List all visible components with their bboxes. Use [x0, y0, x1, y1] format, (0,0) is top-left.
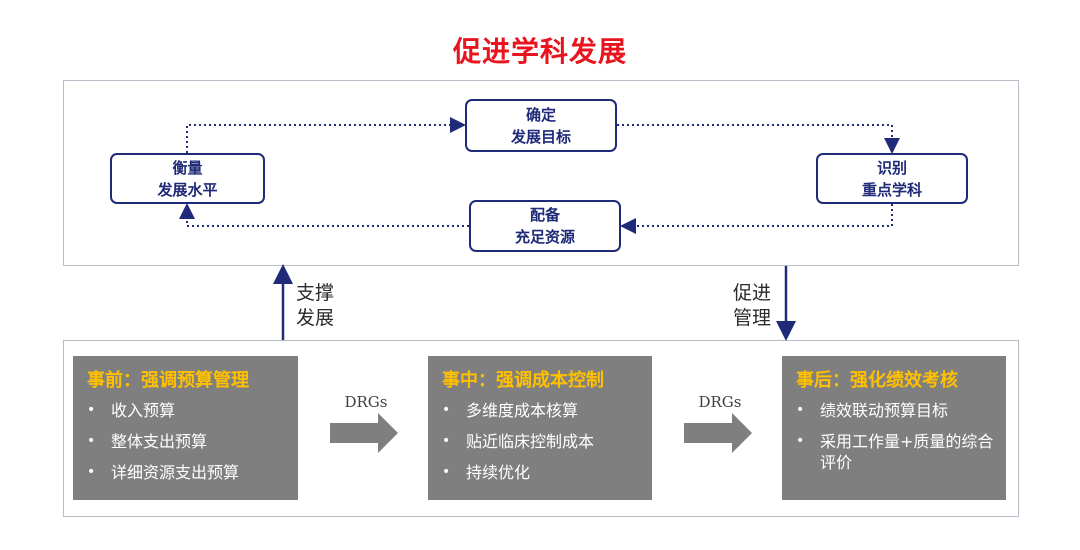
node-confirm-line1: 确定	[525, 105, 556, 124]
stage-after-title: 事后：强化绩效考核	[796, 370, 958, 391]
list-item: 绩效联动预算目标	[796, 400, 998, 421]
promote-label: 促进 管理	[733, 281, 771, 331]
list-item: 详细资源支出预算	[87, 462, 290, 483]
promote-label-line2: 管理	[733, 307, 772, 329]
list-item: 采用工作量+质量的综合评价	[796, 431, 998, 473]
list-item: 持续优化	[442, 462, 644, 483]
support-label-line1: 支撑	[296, 282, 335, 304]
stage-before-list: 收入预算 整体支出预算 详细资源支出预算	[73, 400, 298, 483]
list-item: 整体支出预算	[87, 431, 290, 452]
stage-before-box: 事前：强调预算管理 收入预算 整体支出预算 详细资源支出预算	[73, 356, 298, 500]
stage-during-list: 多维度成本核算 贴近临床控制成本 持续优化	[428, 400, 652, 483]
node-allocate-line2: 充足资源	[514, 228, 575, 246]
transition-1: DRGs	[326, 393, 406, 411]
stage-before-title: 事前：强调预算管理	[87, 370, 249, 391]
node-measure-level: 衡量 发展水平	[110, 153, 265, 204]
list-item: 多维度成本核算	[442, 400, 644, 421]
list-item: 收入预算	[87, 400, 290, 421]
list-item: 贴近临床控制成本	[442, 431, 644, 452]
stage-after-box: 事后：强化绩效考核 绩效联动预算目标 采用工作量+质量的综合评价	[782, 356, 1006, 500]
transition-1-label: DRGs	[344, 393, 388, 411]
transition-2-label: DRGs	[698, 393, 742, 411]
node-confirm-goals: 确定 发展目标	[465, 99, 617, 152]
node-measure-line1: 衡量	[172, 158, 203, 177]
node-confirm-line2: 发展目标	[510, 127, 571, 146]
node-identify-line2: 重点学科	[861, 180, 922, 199]
transition-2: DRGs	[680, 393, 760, 411]
support-label: 支撑 发展	[296, 281, 334, 331]
node-allocate-line1: 配备	[529, 206, 560, 224]
stage-after-list: 绩效联动预算目标 采用工作量+质量的综合评价	[782, 400, 1006, 473]
node-identify-line1: 识别	[876, 158, 907, 177]
stage-during-title: 事中：强调成本控制	[442, 370, 604, 391]
node-identify-disciplines: 识别 重点学科	[816, 153, 968, 204]
stage-during-box: 事中：强调成本控制 多维度成本核算 贴近临床控制成本 持续优化	[428, 356, 652, 500]
node-measure-line2: 发展水平	[157, 180, 218, 199]
promote-label-line1: 促进	[733, 282, 772, 304]
support-label-line2: 发展	[296, 307, 335, 329]
node-allocate-resources: 配备 充足资源	[469, 200, 621, 252]
page-title: 促进学科发展	[452, 35, 627, 68]
